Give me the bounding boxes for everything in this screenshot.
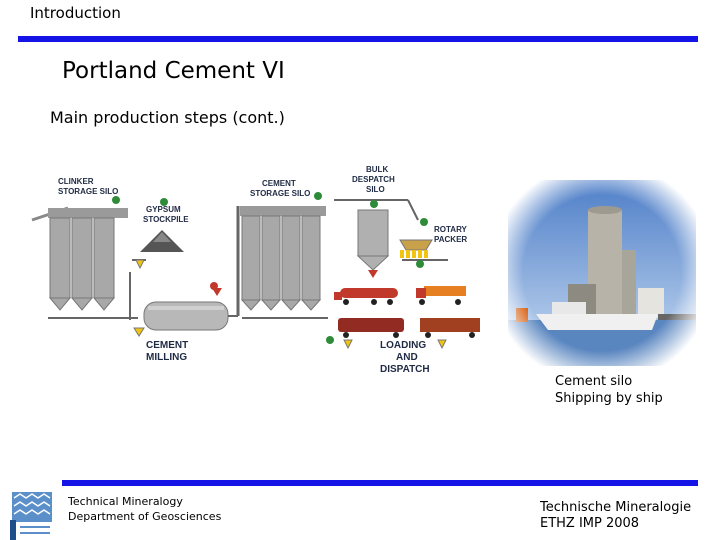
loading-label-1: LOADING [380,340,426,351]
footer-course-name-de: Technische Mineralogie [540,500,692,515]
university-logo [10,492,52,540]
loading-label-2: AND [396,352,418,363]
loading-label-3: DISPATCH [380,364,430,375]
cement-milling-label-2: MILLING [146,352,187,363]
gypsum-label-1: GYPSUM [146,205,181,214]
cement-silo-label-1: CEMENT [262,179,296,188]
slide-title: Portland Cement VI [62,58,285,84]
clinker-silo-label-2: STORAGE SILO [58,187,118,196]
header-divider-bar [18,36,698,42]
clinker-storage-silo [31,196,138,319]
rotary-packer-label-2: PACKER [434,235,467,244]
photo-caption-silo: Cement silo [555,374,633,389]
cement-milling-label-1: CEMENT [146,340,188,351]
cement-mill [129,206,240,337]
bulk-despatch-silo [334,199,408,278]
footer-course-name: Technical Mineralogy [68,495,183,508]
clinker-silo-label-1: CLINKER [58,177,94,186]
bulk-despatch-label-3: SILO [366,185,385,194]
bulk-despatch-label-1: BULK [366,165,388,174]
gypsum-stockpile [132,198,184,270]
cement-silo-label-2: STORAGE SILO [250,189,310,198]
loading-vehicles [334,286,480,350]
rotary-packer [399,199,448,268]
section-heading: Introduction [30,4,121,22]
bulk-despatch-label-2: DESPATCH [352,175,395,184]
gypsum-label-2: STOCKPILE [143,215,189,224]
slide-subtitle: Main production steps (cont.) [50,108,285,127]
cement-silo-photo [508,180,696,366]
cement-storage-silo [212,192,334,344]
footer-institution-year: ETHZ IMP 2008 [540,516,640,531]
footer-divider-bar [62,480,698,486]
production-diagram: CLINKER STORAGE SILO GYPSUM STOCKPILE CE… [31,165,480,375]
footer-department: Department of Geosciences [68,510,222,523]
rotary-packer-label-1: ROTARY [434,225,468,234]
photo-caption-shipping: Shipping by ship [555,391,663,406]
